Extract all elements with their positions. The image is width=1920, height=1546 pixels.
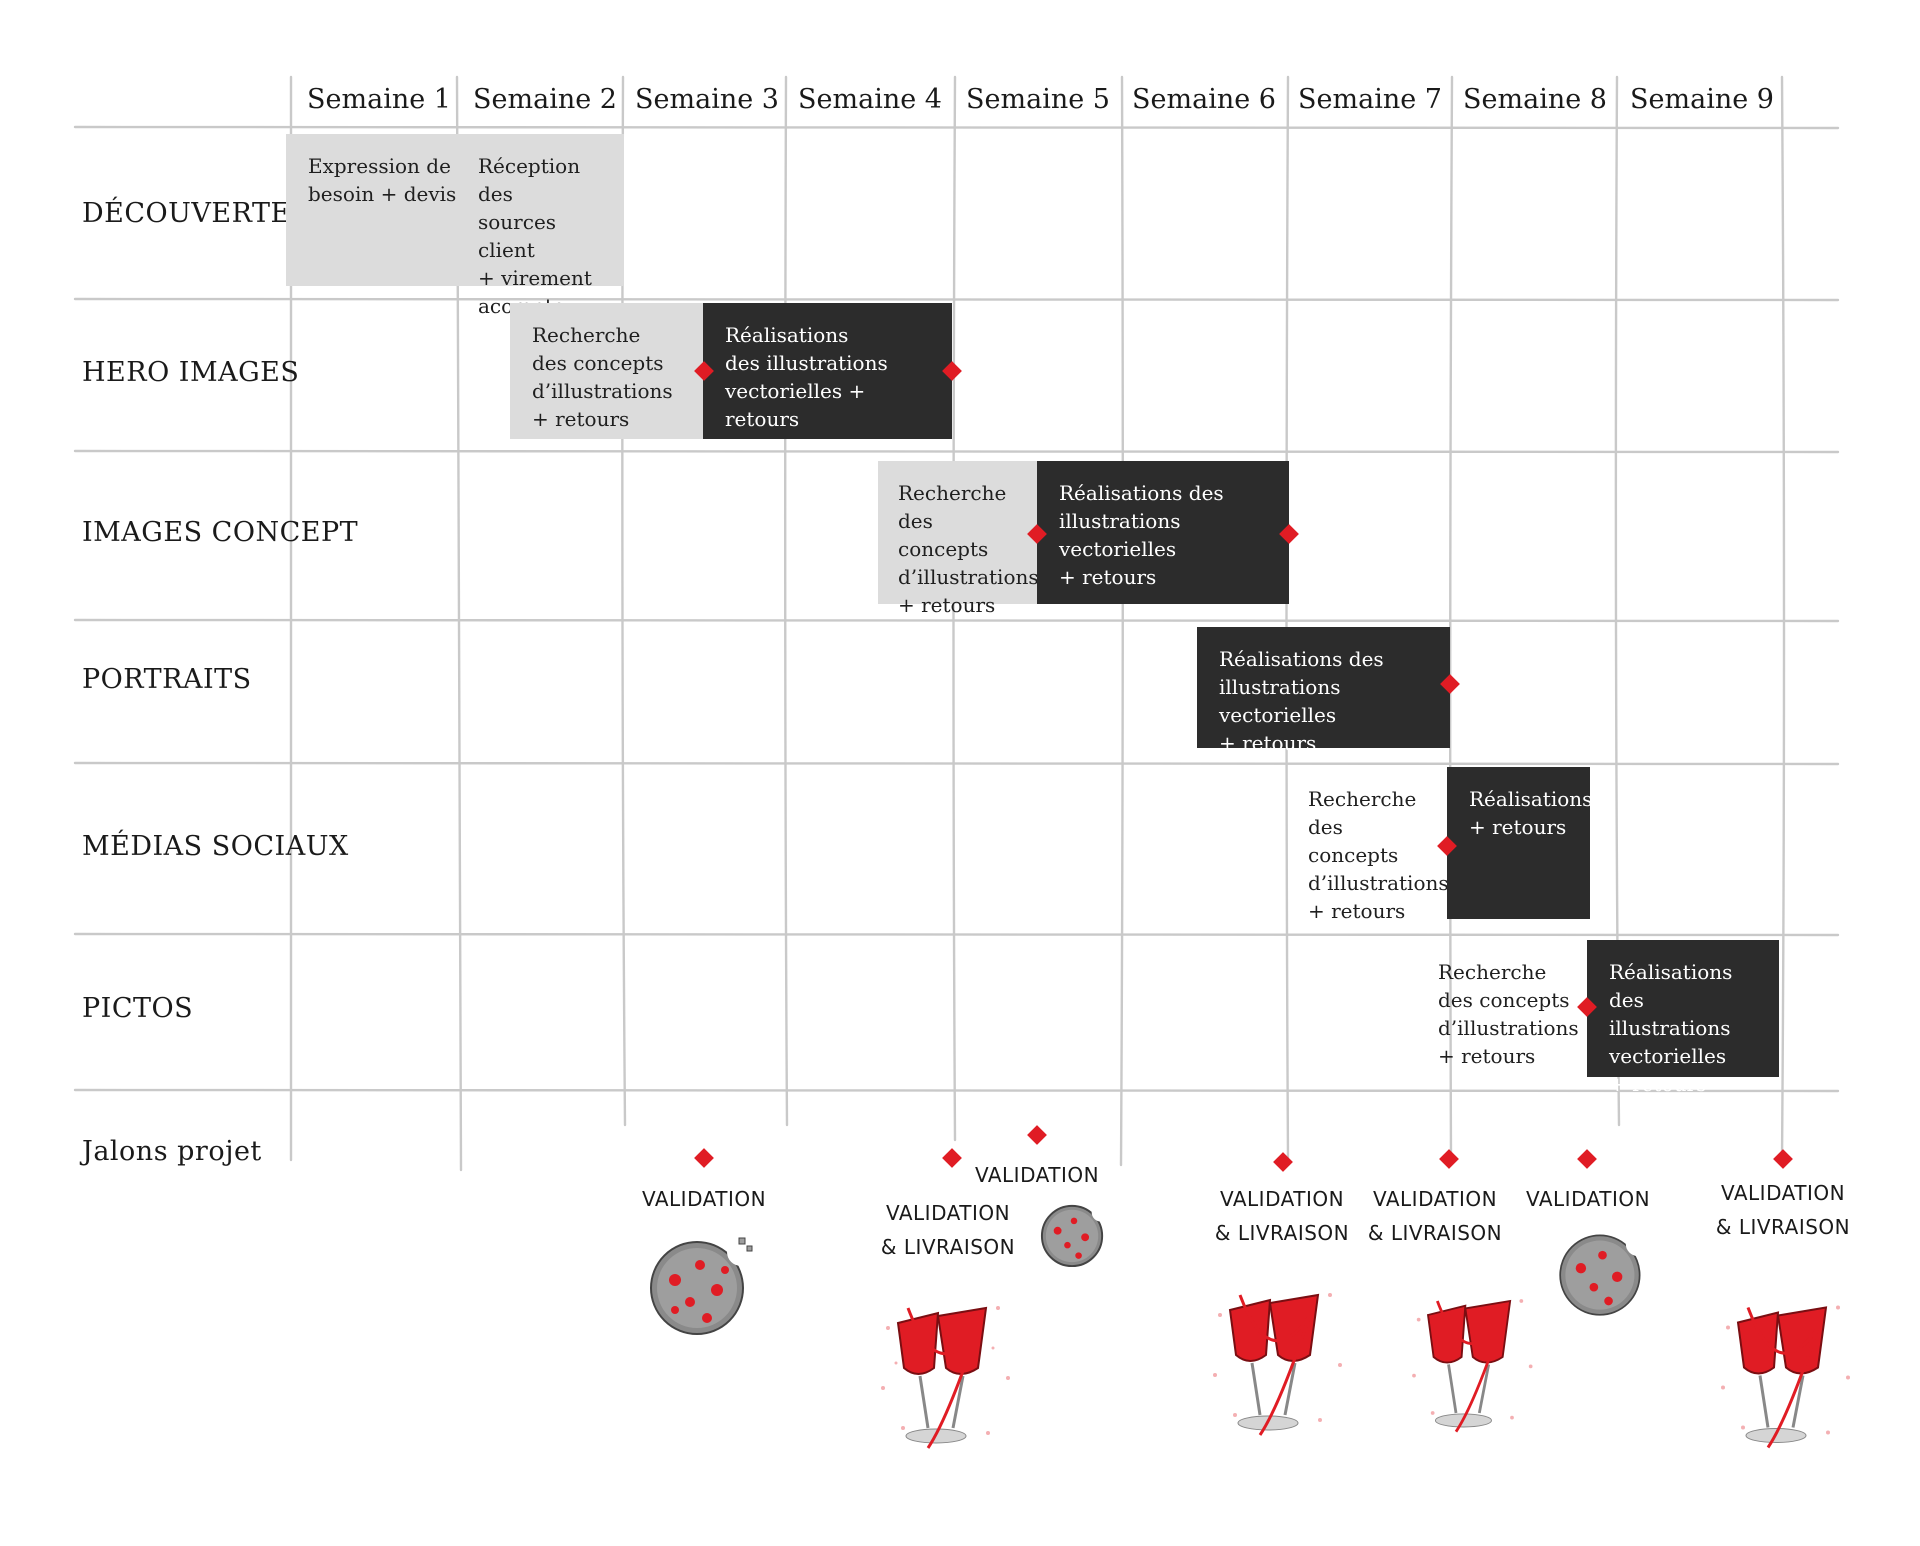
task-line: + retours [1469,815,1567,839]
task-concept-realisations: Réalisations des illustrations vectoriel… [1037,461,1289,604]
wine-toast-icon [881,1306,1010,1449]
row-label-pictos: PICTOS [82,993,194,1024]
task-line: illustrations vectorielles [1059,509,1181,561]
milestone-label-4: VALIDATION & LIVRAISON [1202,1182,1362,1250]
milestone-line: VALIDATION [1525,1187,1651,1211]
milestone-line: VALIDATION [974,1163,1100,1187]
week-header-6: Semaine 6 [1132,84,1276,115]
task-pictos-realisations: Réalisations des illustrations vectoriel… [1587,940,1779,1096]
task-line: Expression de [308,154,451,178]
task-line: vectorielles + retours [725,379,866,431]
task-line: + retours [1219,731,1317,755]
task-line: d’illustrations [898,565,1039,589]
task-line: besoin + devis [308,182,457,206]
week-header-8: Semaine 8 [1463,84,1607,115]
row-label-medias-sociaux: MÉDIAS SOCIAUX [82,831,349,862]
row-label-hero-images: HERO IMAGES [82,357,300,388]
wine-toast-icon [1721,1305,1850,1449]
task-line: Réalisations des [1059,481,1224,505]
week-header-9: Semaine 9 [1630,84,1774,115]
milestone-line: VALIDATION [1372,1187,1498,1211]
task-line: Recherche [1438,960,1547,984]
task-line: des concepts [1308,815,1399,867]
task-line: + virement [478,266,592,290]
week-header-7: Semaine 7 [1298,84,1442,115]
task-line: + retours [1308,899,1406,923]
task-line: illustrations vectorielles [1219,675,1341,727]
cookie-icon [650,1237,755,1335]
task-line: + retours [1438,1044,1536,1068]
task-line: d’illustrations [1308,871,1449,895]
task-line: Recherche [532,323,641,347]
task-line: + retours [898,593,996,617]
task-line: d’illustrations [532,379,673,403]
wine-toast-icon [1213,1293,1342,1436]
task-line: vectorielles [1609,1044,1727,1068]
milestone-line: VALIDATION [885,1201,1011,1225]
task-reception-sources: Réception des sources client + virement … [458,134,628,318]
task-line: des concepts [898,509,989,561]
task-line: des concepts [532,351,664,375]
task-pictos-recherche: Recherche des concepts d’illustrations +… [1428,940,1588,1077]
row-label-decouverte: DÉCOUVERTE [82,198,291,229]
task-line: des illustrations [1609,988,1731,1040]
milestone-line: VALIDATION [1720,1181,1846,1205]
cookie-icon [1040,1203,1110,1268]
cookie-icon [1559,1231,1650,1316]
milestone-line: & LIVRAISON [880,1235,1016,1259]
task-line: d’illustrations [1438,1016,1579,1040]
week-header-4: Semaine 4 [798,84,942,115]
milestone-line: VALIDATION [641,1187,767,1211]
task-line: + retours [532,407,630,431]
task-line: sources client [478,210,557,262]
task-concept-recherche: Recherche des concepts d’illustrations +… [878,461,1039,617]
milestone-label-5: VALIDATION & LIVRAISON [1355,1182,1515,1250]
milestone-line: VALIDATION [1219,1187,1345,1211]
row-label-images-concept: IMAGES CONCEPT [82,517,359,548]
wine-toast-icon [1412,1299,1533,1433]
milestone-label-7: VALIDATION & LIVRAISON [1703,1176,1863,1244]
milestone-label-1: VALIDATION [624,1182,784,1216]
task-medias-recherche: Recherche des concepts d’illustrations +… [1298,767,1449,923]
task-line: Réalisations [725,323,849,347]
milestone-label-2: VALIDATION & LIVRAISON [868,1196,1028,1264]
week-header-5: Semaine 5 [966,84,1110,115]
row-label-jalons-projet: Jalons projet [82,1136,262,1167]
milestone-label-3: VALIDATION [957,1158,1117,1192]
task-line: + retours [1609,1072,1707,1096]
week-header-1: Semaine 1 [307,84,451,115]
task-line: Recherche [898,481,1007,505]
milestone-line: & LIVRAISON [1715,1215,1851,1239]
milestone-line: & LIVRAISON [1214,1221,1350,1245]
task-line: Recherche [1308,787,1417,811]
milestone-label-6: VALIDATION [1508,1182,1668,1216]
milestone-line: & LIVRAISON [1367,1221,1503,1245]
row-label-portraits: PORTRAITS [82,664,252,695]
task-line: + retours [1059,565,1157,589]
task-line: Réalisations [1469,787,1593,811]
task-line: Réception des [478,154,581,206]
week-header-3: Semaine 3 [635,84,779,115]
task-line: Réalisations [1609,960,1733,984]
task-line: Réalisations des [1219,647,1384,671]
task-medias-realisations: Réalisations + retours [1447,767,1593,919]
task-portraits-realisations: Réalisations des illustrations vectoriel… [1197,627,1450,755]
task-expression-besoin: Expression de besoin + devis [286,134,624,286]
task-hero-realisations: Réalisations des illustrations vectoriel… [703,303,952,439]
task-line: des illustrations [725,351,888,375]
week-header-2: Semaine 2 [473,84,617,115]
task-hero-recherche: Recherche des concepts d’illustrations +… [510,303,704,439]
task-line: des concepts [1438,988,1570,1012]
